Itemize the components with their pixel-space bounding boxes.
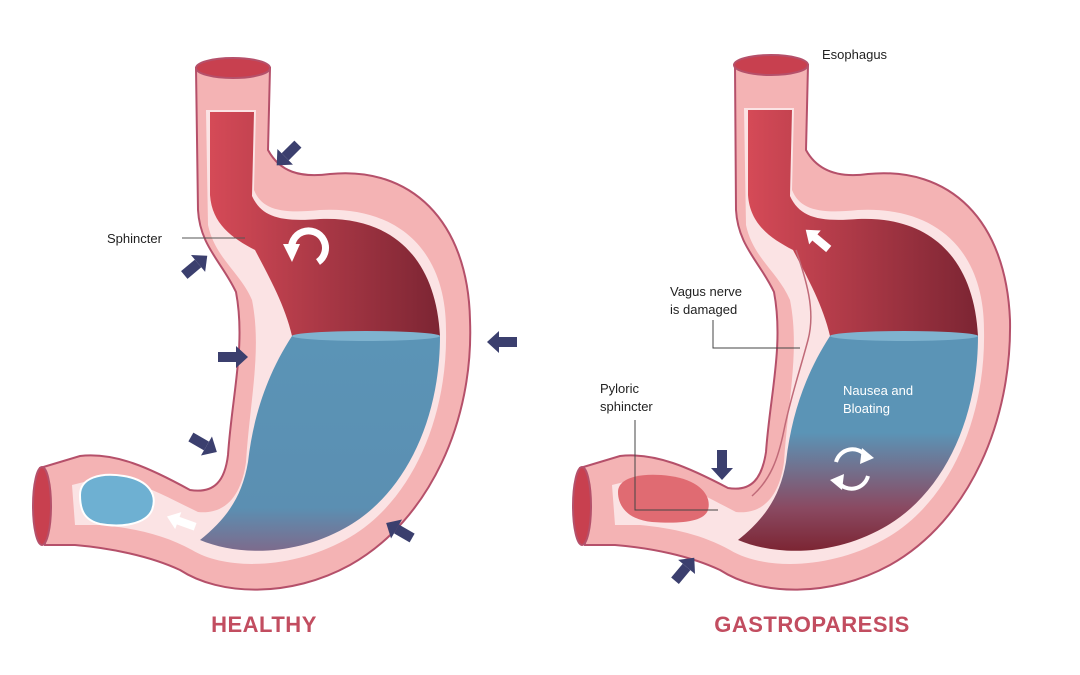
cycle-arrows-icon — [830, 447, 874, 491]
pressure-arrow-icon — [711, 450, 733, 480]
esophagus-label: Esophagus — [822, 47, 888, 62]
gastroparesis-fluid — [738, 336, 978, 551]
gastroparesis-pyloric-bolus — [618, 474, 709, 523]
pyloric-label-line2: sphincter — [600, 399, 653, 414]
pyloric-label-line1: Pyloric — [600, 381, 640, 396]
vagus-leader-line — [712, 320, 800, 349]
healthy-stomach: Sphincter HEALTHY — [32, 57, 517, 637]
healthy-duodenum-opening — [32, 466, 52, 546]
pyloric-leader-line — [634, 420, 718, 511]
vagus-nerve-line — [751, 249, 812, 497]
gastroparesis-upper-chamber — [748, 110, 978, 336]
gastroparesis-title: GASTROPARESIS — [714, 612, 910, 637]
symptom-label-line2: Bloating — [843, 401, 890, 416]
healthy-food-bolus — [78, 473, 155, 527]
gastroparesis-duodenum-opening — [572, 466, 592, 546]
healthy-title: HEALTHY — [211, 612, 317, 637]
pressure-arrow-icon — [487, 331, 517, 353]
vagus-label-line2: is damaged — [670, 302, 737, 317]
vagus-label-line1: Vagus nerve — [670, 284, 742, 299]
healthy-fluid — [200, 336, 440, 551]
healthy-esophagus-opening — [195, 57, 271, 79]
sphincter-label: Sphincter — [107, 231, 163, 246]
pressure-arrow-icon — [185, 427, 223, 462]
gastroparesis-esophagus-opening — [733, 54, 809, 76]
gastroparesis-stomach: Esophagus Vagus nerve is damaged Pyloric… — [572, 47, 1012, 637]
pressure-arrow-icon — [177, 247, 215, 284]
rotate-arrow-icon — [283, 227, 329, 265]
healthy-upper-chamber — [210, 112, 440, 336]
symptom-label-line1: Nausea and — [843, 383, 913, 398]
